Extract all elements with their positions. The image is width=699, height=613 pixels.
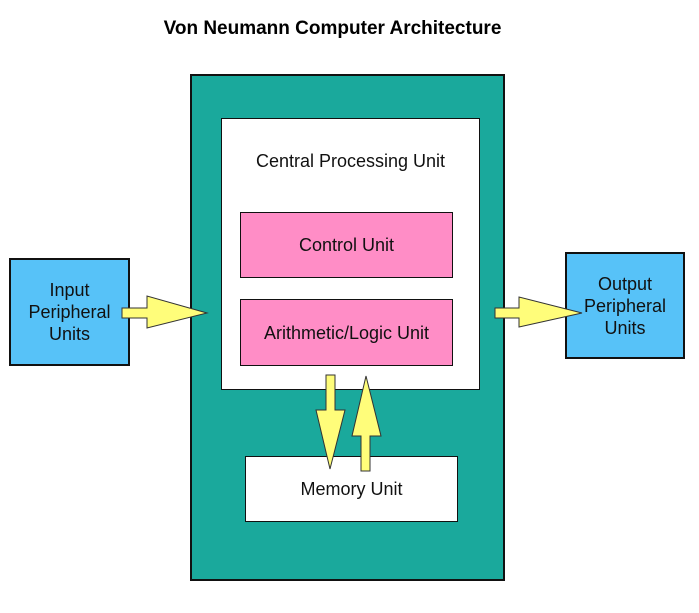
cpu-label: Central Processing Unit bbox=[255, 151, 446, 171]
memory-to-alu-arrow bbox=[351, 375, 382, 472]
output-peripheral-label: Output Peripheral Units bbox=[583, 273, 667, 338]
control-unit-label: Control Unit bbox=[298, 235, 395, 255]
control-unit-box: Control Unit bbox=[240, 212, 453, 278]
alu-box: Arithmetic/Logic Unit bbox=[240, 299, 453, 366]
diagram-title: Von Neumann Computer Architecture bbox=[163, 18, 502, 39]
cpu-to-output-arrow bbox=[494, 296, 583, 328]
input-peripheral-label: Input Peripheral Units bbox=[28, 280, 111, 344]
alu-to-memory-arrow bbox=[315, 374, 346, 470]
output-peripheral-box: Output Peripheral Units bbox=[565, 252, 685, 359]
memory-unit-box: Memory Unit bbox=[245, 456, 458, 522]
input-peripheral-box: Input Peripheral Units bbox=[9, 258, 130, 366]
input-to-cpu-arrow bbox=[121, 295, 209, 329]
memory-unit-label: Memory Unit bbox=[300, 479, 403, 499]
alu-label: Arithmetic/Logic Unit bbox=[263, 322, 430, 343]
